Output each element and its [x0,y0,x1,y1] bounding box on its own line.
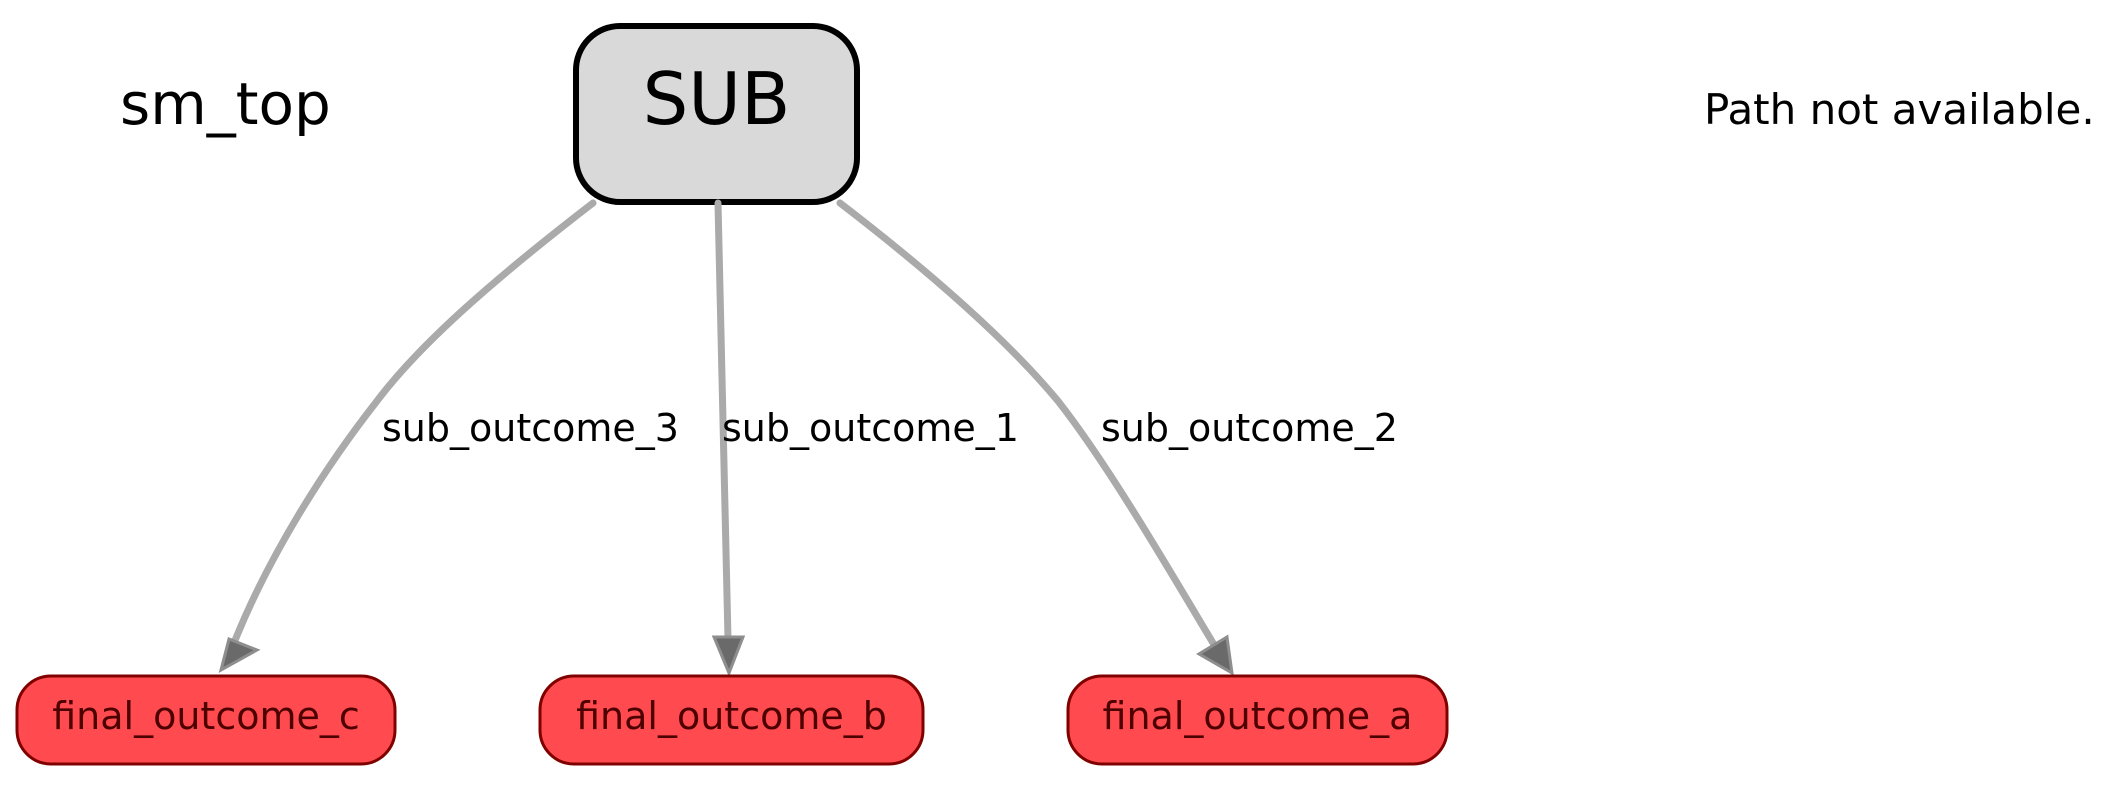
outcome-box [538,674,925,766]
sub-state-label: SUB [643,57,791,141]
transition-sub-outcome-1[interactable]: sub_outcome_1 [711,199,1019,678]
outcome-box [15,674,397,766]
transition-sub-outcome-3[interactable]: sub_outcome_3 [218,199,679,674]
transition-line [836,199,1220,652]
outcome-label: final_outcome_c [52,694,360,738]
outcome-node-final-outcome-a[interactable]: final_outcome_a [1066,674,1449,766]
outcome-label: final_outcome_a [1103,694,1413,738]
transition-label: sub_outcome_2 [1101,406,1398,450]
arrow-head-icon [1196,634,1234,676]
outcome-label: final_outcome_b [576,694,887,738]
graph-title: sm_top [120,70,331,138]
sub-state-node[interactable]: SUB [573,23,860,205]
outcome-node-final-outcome-c[interactable]: final_outcome_c [15,674,397,766]
arrow-head-icon [711,635,746,678]
arrow-head-icon [218,636,261,674]
outcome-node-final-outcome-b[interactable]: final_outcome_b [538,674,925,766]
transition-label: sub_outcome_1 [722,406,1019,450]
transition-sub-outcome-2[interactable]: sub_outcome_2 [836,199,1398,676]
path-status-text: Path not available. [1704,85,2095,134]
transition-line [228,199,597,652]
transition-label: sub_outcome_3 [382,406,679,450]
transition-line [714,199,732,643]
outcome-box [1066,674,1449,766]
